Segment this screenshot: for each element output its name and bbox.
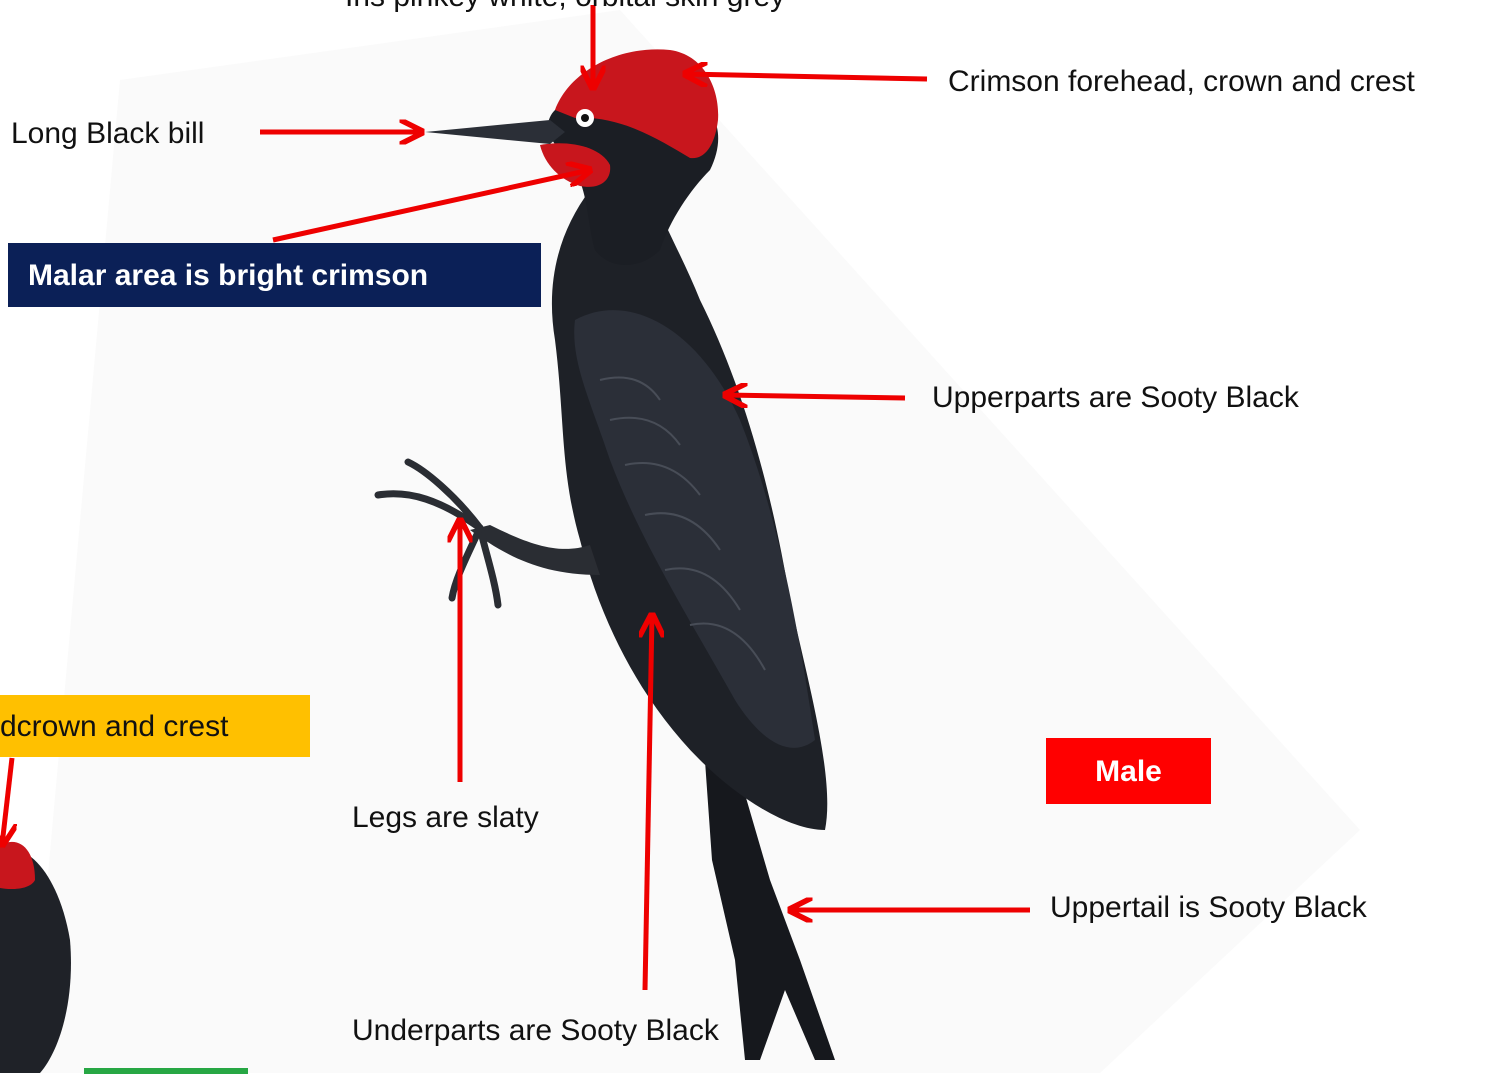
green-badge-partial xyxy=(84,1068,248,1074)
label-bill: Long Black bill xyxy=(11,119,204,149)
male-badge-label: Male xyxy=(1095,755,1162,788)
arrow-female-crest xyxy=(2,758,12,845)
label-upperparts: Upperparts are Sooty Black xyxy=(932,383,1299,413)
female-crest-box: dcrown and crest xyxy=(0,695,310,757)
arrow-upperparts xyxy=(725,395,905,398)
male-badge: Male xyxy=(1046,738,1211,804)
label-malar: Malar area is bright crimson xyxy=(28,259,428,292)
arrow-forehead xyxy=(685,74,927,79)
label-uppertail: Uppertail is Sooty Black xyxy=(1050,893,1367,923)
label-forehead: Crimson forehead, crown and crest xyxy=(948,67,1415,97)
female-crest-label: dcrown and crest xyxy=(0,710,228,743)
label-malar-box: Malar area is bright crimson xyxy=(8,243,541,307)
label-legs: Legs are slaty xyxy=(352,803,539,833)
label-underparts: Underparts are Sooty Black xyxy=(352,1016,719,1046)
label-iris: Iris pinkey white, orbital skin grey xyxy=(345,0,785,12)
